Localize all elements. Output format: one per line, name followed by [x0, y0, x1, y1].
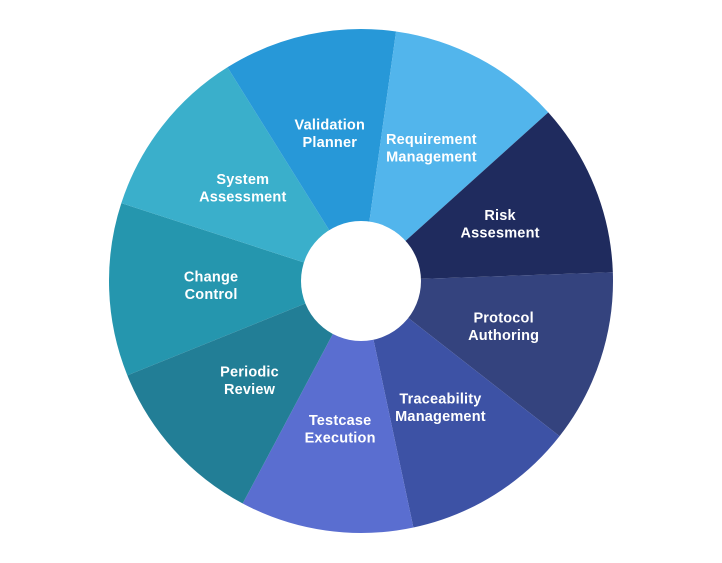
segment-requirement-management	[361, 31, 549, 282]
segment-validation-planner	[227, 28, 397, 282]
segment-label-line: Requirement	[386, 132, 477, 148]
segment-label-line: Assessment	[199, 189, 286, 205]
wheel-segments	[108, 28, 614, 533]
segment-system-assessment	[121, 67, 361, 281]
segment-label-line: System	[216, 172, 269, 188]
segment-label-line: Assesment	[460, 225, 539, 241]
segment-traceability-management	[361, 281, 560, 528]
segment-label-line: Review	[224, 382, 276, 398]
segment-label-line: Testcase	[309, 413, 372, 429]
segment-label-line: Traceability	[399, 391, 481, 407]
segment-label-line: Validation	[295, 117, 366, 133]
segment-label-line: Periodic	[220, 364, 279, 380]
segment-protocol-authoring	[361, 272, 614, 437]
segment-label-line: Control	[185, 287, 238, 303]
segment-label-line: Management	[395, 409, 486, 425]
segment-label-line: Management	[386, 149, 477, 165]
segment-testcase-execution	[242, 281, 414, 533]
segment-change-control	[108, 203, 361, 376]
segment-periodic-review	[127, 281, 361, 504]
segment-label-line: Authoring	[468, 328, 539, 344]
segment-label-line: Planner	[303, 135, 358, 151]
segment-label-line: Change	[184, 269, 238, 285]
wheel-center-hole	[301, 221, 421, 341]
segment-label-line: Execution	[305, 430, 376, 446]
segment-risk-assesment	[361, 112, 613, 281]
segment-label-line: Risk	[484, 208, 516, 224]
segment-label-line: Protocol	[473, 310, 533, 326]
